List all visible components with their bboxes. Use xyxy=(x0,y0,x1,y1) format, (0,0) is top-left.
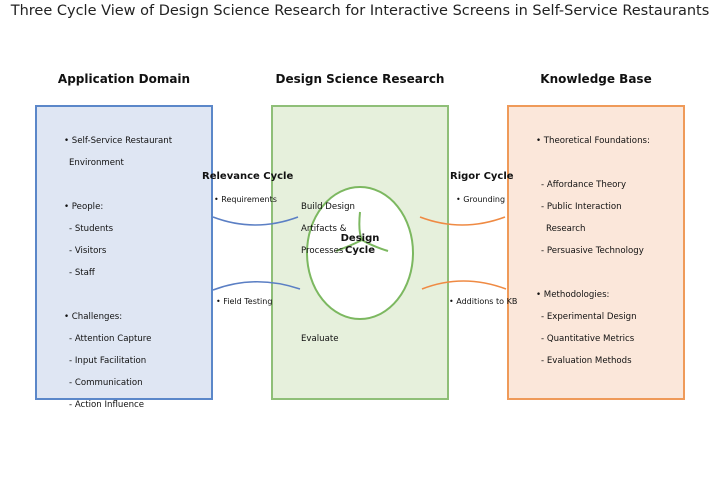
application-item-people: • People: xyxy=(64,202,104,212)
application-item-staff: - Staff xyxy=(69,268,95,278)
application-item-attention-capture: - Attention Capture xyxy=(69,334,152,344)
rigor-grounding-label: • Grounding xyxy=(456,195,506,204)
column-title-design-science-research: Design Science Research xyxy=(275,72,445,86)
relevance-requirements-label: • Requirements xyxy=(214,195,277,204)
dsr-item-build-design: Build Design xyxy=(301,202,355,212)
application-item-challenges: • Challenges: xyxy=(64,312,123,322)
application-item-communication: - Communication xyxy=(69,378,143,388)
knowledge-item-methodologies: • Methodologies: xyxy=(536,290,610,300)
relevance-cycle-label: Relevance Cycle xyxy=(202,171,294,182)
application-item-students: - Students xyxy=(69,224,114,234)
rigor-cycle-label: Rigor Cycle xyxy=(450,171,514,182)
application-item-environment: Environment xyxy=(69,158,124,168)
knowledge-item-theoretical-foundations: • Theoretical Foundations: xyxy=(536,136,650,146)
dsr-item-artifacts: Artifacts & xyxy=(301,224,347,234)
application-domain-box xyxy=(35,105,213,400)
knowledge-item-research: Research xyxy=(546,224,586,234)
knowledge-item-experimental-design: - Experimental Design xyxy=(541,312,637,322)
knowledge-base-box xyxy=(507,105,685,400)
rigor-additions-label: • Additions to KB xyxy=(449,297,518,306)
design-cycle-label-line2: Cycle xyxy=(345,245,375,256)
knowledge-item-public-interaction: - Public Interaction xyxy=(541,202,622,212)
relevance-field-testing-label: • Field Testing xyxy=(216,297,273,306)
knowledge-item-affordance-theory: - Affordance Theory xyxy=(541,180,627,190)
application-item-action-influence: - Action Influence xyxy=(69,400,145,410)
relevance-arrow-bottom xyxy=(212,280,301,291)
knowledge-item-persuasive-technology: - Persuasive Technology xyxy=(541,246,644,256)
knowledge-item-evaluation-methods: - Evaluation Methods xyxy=(541,356,632,366)
dsr-item-evaluate: Evaluate xyxy=(301,334,339,344)
application-item-visitors: - Visitors xyxy=(69,246,107,256)
design-cycle-trefoil xyxy=(335,211,389,252)
column-title-knowledge-base: Knowledge Base xyxy=(540,72,652,86)
relevance-arrow-top xyxy=(212,216,299,226)
column-title-application-domain: Application Domain xyxy=(57,72,191,86)
application-item-self-service-restaurant: • Self-Service Restaurant xyxy=(64,136,173,146)
application-item-input-facilitation: - Input Facilitation xyxy=(69,356,147,366)
design-cycle-circle xyxy=(306,186,414,320)
dsr-item-processes: Processes xyxy=(301,246,344,256)
rigor-arrow-top xyxy=(419,216,506,226)
design-cycle-label-line1: Design xyxy=(340,233,380,244)
rigor-arrow-bottom xyxy=(421,280,507,290)
knowledge-item-quantitative-metrics: - Quantitative Metrics xyxy=(541,334,635,344)
diagram-title: Three Cycle View of Design Science Resea… xyxy=(10,3,710,19)
